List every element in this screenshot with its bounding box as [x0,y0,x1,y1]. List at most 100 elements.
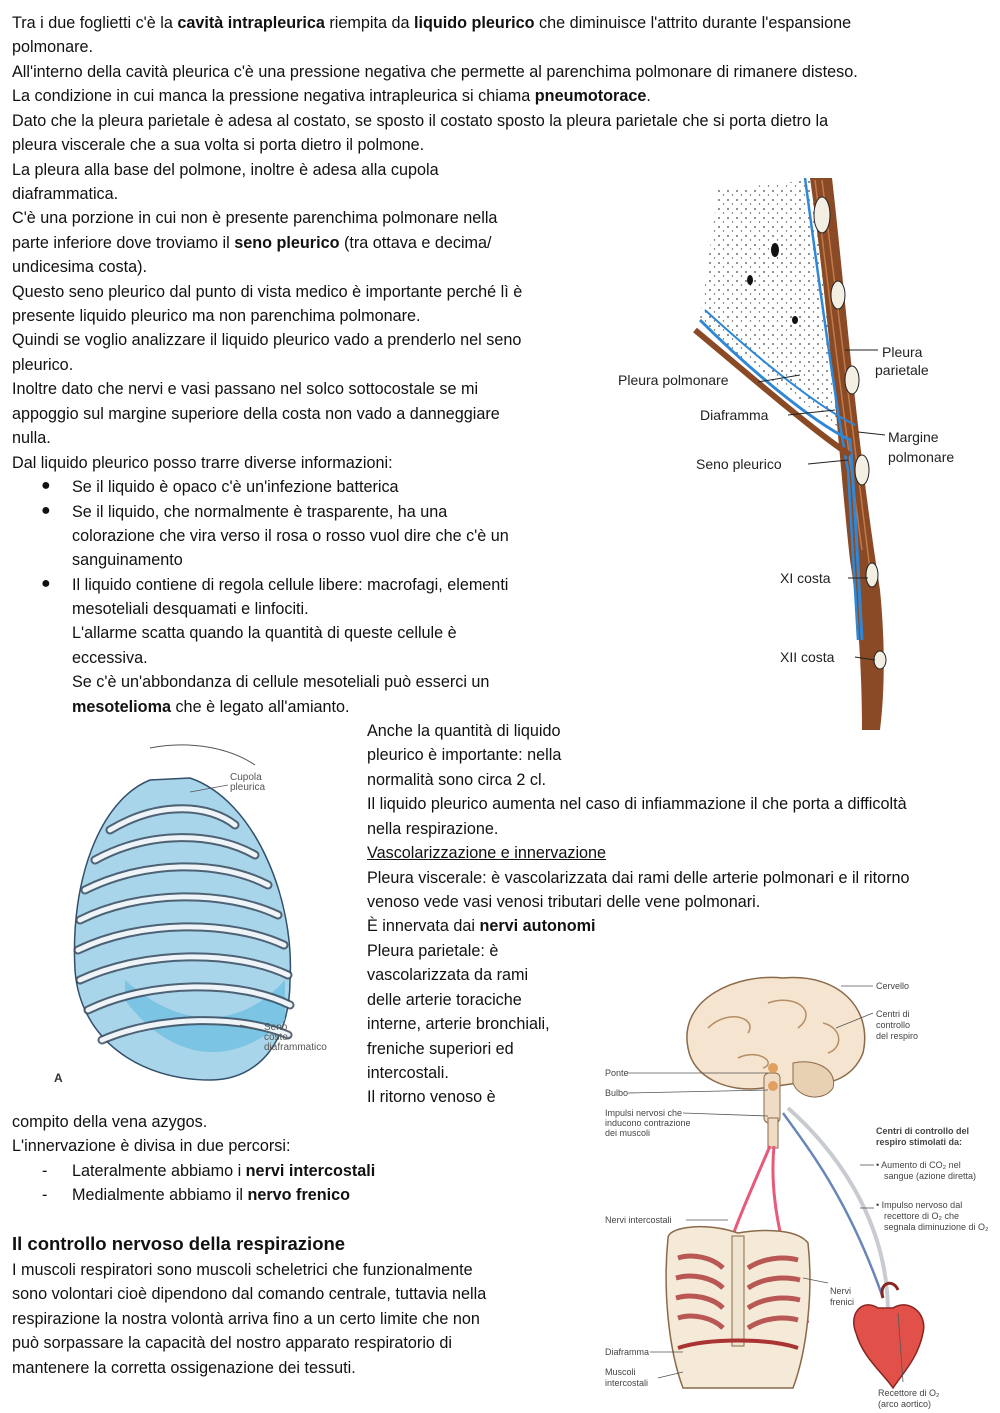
fig-label: Cervello [876,981,909,991]
leader-line [802,1277,829,1284]
list-item: Se il liquido è opaco c'è un'infezione b… [72,478,399,496]
intercostal-muscle [746,1275,801,1291]
list-item: sanguinamento [72,551,183,569]
fig-label: Ponte [605,1068,629,1078]
rib-highlight [77,894,281,923]
rib-highlight [82,864,271,893]
text-line: polmonare. [12,38,93,56]
text-line: delle arterie toraciche [367,991,522,1009]
fig-label: segnala diminuzione di O₂ [884,1222,989,1232]
leader-line [897,1312,904,1383]
text-line: nulla. [12,429,51,447]
rib-section [865,562,879,588]
text-line: può sorpassare la capacità del nostro ap… [12,1334,453,1352]
list-item: Il liquido contiene di regola cellule li… [72,576,509,594]
text-line: Pleura viscerale: è vascolarizzata dai r… [367,869,910,887]
text-line: normalità sono circa 2 cl. [367,771,547,789]
leader-line [835,1012,874,1029]
costodiaphragmatic-recess [125,980,285,1053]
fig-label: intercostali [605,1378,648,1388]
intercostal-muscle [677,1253,725,1270]
text-run: Tra i due foglietti c'è la [12,14,178,32]
text-line: Pleura parietale: è [367,942,499,960]
pleural-sinus-figure: Pleura polmonare Diaframma Seno pleurico… [618,177,954,730]
text-line: pleurico è importante: nella [367,746,562,764]
text-line: interne, arterie bronchiali, [367,1015,550,1033]
text-line: È innervata dai nervi autonomi [367,914,596,938]
rib-section [854,454,870,486]
fig-label: Impulsi nervosi che [605,1108,682,1118]
sternum [731,1235,745,1347]
fig-label: inducono contrazione [605,1118,691,1128]
text-run: È innervata dai [367,917,480,935]
rib-highlight [85,984,293,1013]
text-line: undicesima costa). [12,258,147,276]
fig-label: • Aumento di CO₂ nel [876,1160,961,1170]
fig-label: parietale [875,362,929,378]
intercostal-muscle [746,1295,801,1311]
diaphragm-muscle [677,1338,799,1350]
dash-marker: - [42,1186,48,1204]
text-line: mantenere la corretta ossigenazione dei … [12,1359,356,1377]
text-line: L'innervazione è divisa in due percorsi: [12,1137,291,1155]
text-line: nella respirazione. [367,820,499,838]
text-run: (tra ottava e decima/ [339,234,492,252]
visceral-pleura-line [698,318,864,641]
text-line: venoso vede vasi venosi tributari delle … [367,893,761,911]
fig-label: costo- [264,1032,291,1043]
intercostal-muscle [746,1315,799,1331]
leader-line [239,1024,263,1031]
rib-highlight [77,954,291,983]
text-line: I muscoli respiratori sono muscoli schel… [12,1261,473,1279]
bullet-dot: ● [41,502,51,519]
fig-label: (arco aortico) [878,1399,931,1409]
text-line: appoggio sul margine superiore della cos… [12,405,500,423]
text-line: Dato che la pleura parietale è adesa al … [12,112,829,130]
lung-spot [747,275,753,285]
bold-term: nervo frenico [247,1186,351,1204]
dash-marker: - [42,1162,48,1180]
fig-label: Centri di [876,1009,910,1019]
text-line: Dal liquido pleurico posso trarre divers… [12,454,393,472]
fig-label: Seno [264,1022,288,1033]
text-line: respirazione la nostra volontà arriva fi… [12,1310,480,1328]
list-item: Se c'è un'abbondanza di cellule mesoteli… [72,673,490,691]
fig-label: Bulbo [605,1088,628,1098]
leader-line [854,656,876,661]
fig-label: Nervi intercostali [605,1215,672,1225]
fig-label: Nervi [830,1286,851,1296]
fig-label: XII costa [780,649,835,665]
intercostal-muscle [677,1313,725,1330]
fig-label: Pleura [882,344,923,360]
intercostal-muscle [746,1255,799,1271]
text-line: Questo seno pleurico dal punto di vista … [12,283,523,301]
pons-center [768,1063,778,1073]
leader-line [189,784,229,793]
list-item: eccessiva. [72,649,148,667]
text-run: Medialmente abbiamo il [72,1186,248,1204]
text-line: presente liquido pleurico ma non parench… [12,307,421,325]
rib-section [873,650,887,670]
text-run: . [646,87,651,105]
fig-label: • Impulso nervoso dal [876,1200,962,1210]
leader-line [682,1112,769,1117]
text-line: Inoltre dato che nervi e vasi passano ne… [12,380,479,398]
list-item: L'allarme scatta quando la quantità di q… [72,624,457,642]
list-item: mesoteliali desquamati e linfociti. [72,600,309,618]
parietal-pleura-line [803,177,860,641]
text-run: che è legato all'amianto. [170,698,350,716]
subheading: Vascolarizzazione e innervazione [367,844,607,862]
brainstem [763,1072,781,1124]
heart [853,1304,925,1390]
text-run: che diminuisce l'attrito durante l'espan… [534,14,852,32]
bold-term: seno pleurico [234,234,340,252]
lung-parenchyma [700,180,850,435]
o2-receptor-pathway [786,1106,890,1314]
figure-letter: A [54,1071,63,1085]
lung-spot [792,316,798,324]
text-line: vascolarizzata da rami [367,966,529,984]
fig-label: Diaframma [700,407,769,423]
respiration-control-figure: Cervello Centri di controllo del respiro… [605,976,989,1409]
leader-line [857,431,886,436]
text-line: diaframmatica. [12,185,119,203]
